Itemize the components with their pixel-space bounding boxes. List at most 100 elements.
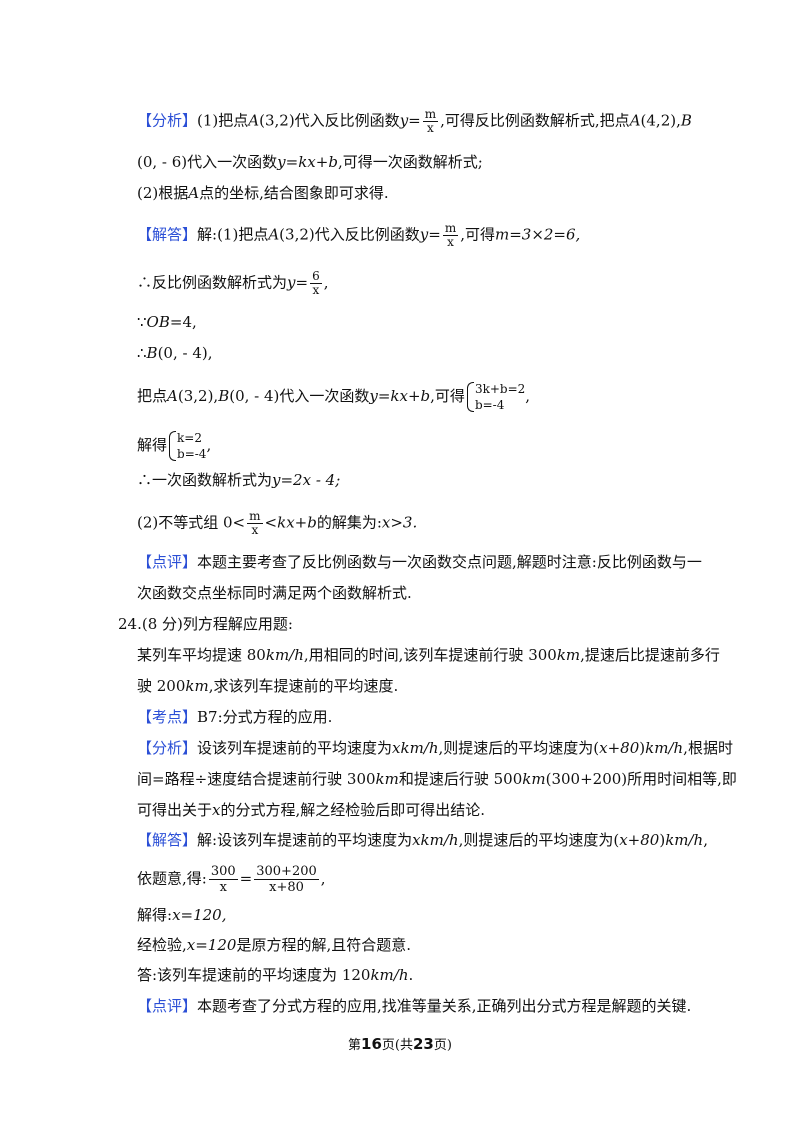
- numerator: m: [247, 509, 263, 524]
- text: 点的坐标,结合图象即可求得.: [199, 184, 389, 202]
- text: 页): [433, 1038, 452, 1053]
- denominator: x+80: [269, 880, 304, 895]
- numerator: 300+200: [254, 864, 319, 880]
- text: 解:(1)把点: [197, 225, 269, 244]
- solution-tag: 【解答】: [137, 225, 198, 244]
- text: ,求该列车提速前的平均速度.: [208, 677, 399, 695]
- text: ,: [323, 273, 329, 292]
- text: 页(共: [381, 1038, 413, 1053]
- system-row: b=-4: [474, 398, 505, 412]
- unit: km/h: [665, 831, 704, 849]
- text: (3,2): [279, 225, 315, 244]
- text: 解得:: [137, 906, 173, 924]
- text: 次函数交点坐标同时满足两个函数解析式.: [137, 584, 412, 602]
- text: ∵: [137, 313, 147, 331]
- text: (2)根据: [137, 184, 189, 202]
- analysis24-line-1: 【分析】设该列车提速前的平均速度为xkm/h,则提速后的平均速度为(x+80)k…: [137, 738, 733, 758]
- solution24-line-3: 解得:x=120,: [137, 905, 227, 925]
- text: B7:分式方程的应用.: [197, 708, 333, 726]
- unit: km/h: [265, 646, 304, 664]
- text: (3,2): [259, 111, 295, 130]
- comment24-line: 【点评】本题考查了分式方程的应用,找准等量关系,正确列出分式方程是解题的关键.: [137, 996, 691, 1016]
- text: ,可得一次函数解析式;: [337, 153, 483, 171]
- text: 是原方程的解,且符合题意.: [236, 936, 411, 954]
- text: 24.(8 分)列方程解应用题:: [118, 615, 293, 633]
- analysis-tag: 【分析】: [137, 739, 198, 757]
- text: ,用相同的时间,该列车提速前行驶 300: [303, 646, 557, 664]
- var: A: [248, 111, 260, 130]
- var: y=2x - 4;: [272, 471, 341, 489]
- text: (4,2): [640, 111, 677, 130]
- analysis-line-2: (0, - 6)代入一次函数y=kx+b,可得一次函数解析式;: [137, 152, 483, 172]
- var: B: [680, 111, 692, 130]
- kaodian-line: 【考点】B7:分式方程的应用.: [137, 707, 332, 727]
- text: (0, - 6)代入一次函数: [137, 153, 278, 171]
- var: x=120,: [172, 906, 227, 924]
- var: y=kx+b: [369, 387, 431, 405]
- var: x=120: [186, 936, 237, 954]
- denominator: x: [312, 283, 320, 297]
- text: =: [428, 225, 441, 244]
- numerator: 6: [310, 269, 322, 284]
- text: ,: [676, 111, 681, 130]
- text: ∴一次函数解析式为: [137, 471, 273, 489]
- comment-tag: 【点评】: [137, 553, 198, 571]
- numerator: m: [442, 221, 459, 236]
- var: y=kx+b: [277, 153, 338, 171]
- text: 驶 200: [137, 677, 186, 695]
- var: x>3.: [381, 513, 418, 532]
- text: 的解集为:: [316, 513, 382, 532]
- var: B: [146, 344, 158, 362]
- solution-tag: 【解答】: [137, 831, 198, 849]
- text: 的分式方程,解之经检验后即可得出结论.: [220, 801, 486, 819]
- var: y: [419, 225, 429, 244]
- text: .: [408, 966, 414, 984]
- analysis24-line-2: 间=路程÷速度结合提速前行驶 300km和提速后行驶 500km(300+200…: [137, 769, 737, 789]
- analysis-line-3: (2)根据A点的坐标,结合图象即可求得.: [137, 183, 389, 203]
- text: 答:该列车提速前的平均速度为 120: [137, 966, 371, 984]
- var: <kx+b: [264, 513, 317, 532]
- unit: km/h: [645, 739, 684, 757]
- text: ,可得: [460, 225, 495, 244]
- text: 某列车平均提速 80: [137, 646, 266, 664]
- text: ,可得: [430, 387, 465, 405]
- text: =4,: [169, 313, 197, 331]
- text: (2)不等式组 0<: [137, 513, 246, 532]
- text: ,: [703, 831, 708, 849]
- denominator: x: [447, 235, 454, 249]
- numerator: 300: [208, 864, 238, 880]
- text: =: [295, 273, 309, 292]
- text: 经检验,: [137, 936, 187, 954]
- text: 代入反比例函数: [294, 111, 400, 130]
- problem-line-1: 某列车平均提速 80km/h,用相同的时间,该列车提速前行驶 300km,提速后…: [137, 645, 720, 665]
- text: 解:设该列车提速前的平均速度为: [197, 831, 413, 849]
- page-footer: 第16页(共23页): [0, 1034, 800, 1053]
- analysis24-line-3: 可得出关于x的分式方程,解之经检验后即可得出结论.: [137, 800, 485, 820]
- text: ,: [206, 436, 212, 454]
- text: (0, - 4),: [157, 344, 213, 362]
- comment-line-2: 次函数交点坐标同时满足两个函数解析式.: [137, 583, 412, 603]
- text: ,根据时: [683, 739, 733, 757]
- var: xkm/h: [412, 831, 459, 849]
- unit: km: [556, 646, 581, 664]
- solution-line-3: ∵OB=4,: [137, 312, 197, 332]
- numerator: m: [422, 107, 439, 122]
- var: y: [287, 273, 296, 292]
- problem-line-2: 驶 200km,求该列车提速前的平均速度.: [137, 676, 398, 696]
- text: (1)把点: [197, 111, 249, 130]
- text: 代入反比例函数: [314, 225, 420, 244]
- text: 设该列车提速前的平均速度为: [197, 739, 393, 757]
- text: ∴反比例函数解析式为: [137, 273, 288, 292]
- text: ,则提速后的平均速度为(: [438, 739, 600, 757]
- text: ∴: [137, 344, 147, 362]
